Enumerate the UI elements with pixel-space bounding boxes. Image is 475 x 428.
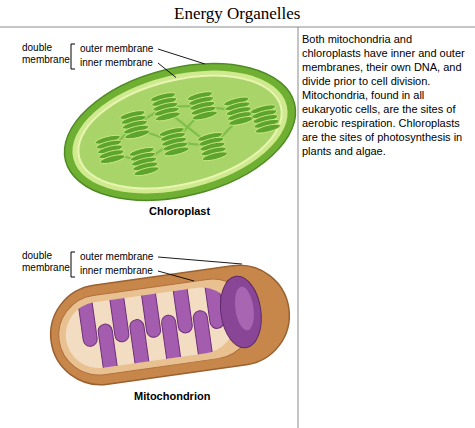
leader-line <box>158 49 205 64</box>
membrane-label: inner membrane <box>80 57 153 69</box>
page-title: Energy Organelles <box>174 4 300 24</box>
membrane-label: inner membrane <box>80 265 153 277</box>
mitochondrion-drawing <box>44 259 296 391</box>
organelle-name: Chloroplast <box>149 205 210 217</box>
column-divider <box>298 27 299 428</box>
description-text: Both mitochondria and chloroplasts have … <box>302 32 470 158</box>
leader-line <box>158 271 194 281</box>
header-rule <box>0 27 475 28</box>
membrane-bracket <box>71 252 75 277</box>
membrane-label: outer membrane <box>80 43 153 55</box>
organelle-name: Mitochondrion <box>134 390 210 402</box>
bracket-label: double membrane <box>22 42 72 66</box>
membrane-bracket <box>71 44 75 69</box>
chloroplast-drawing <box>50 41 310 222</box>
bracket-label: double membrane <box>22 250 72 274</box>
leader-line <box>158 257 242 264</box>
membrane-label: outer membrane <box>80 251 153 263</box>
leader-line <box>158 63 176 78</box>
